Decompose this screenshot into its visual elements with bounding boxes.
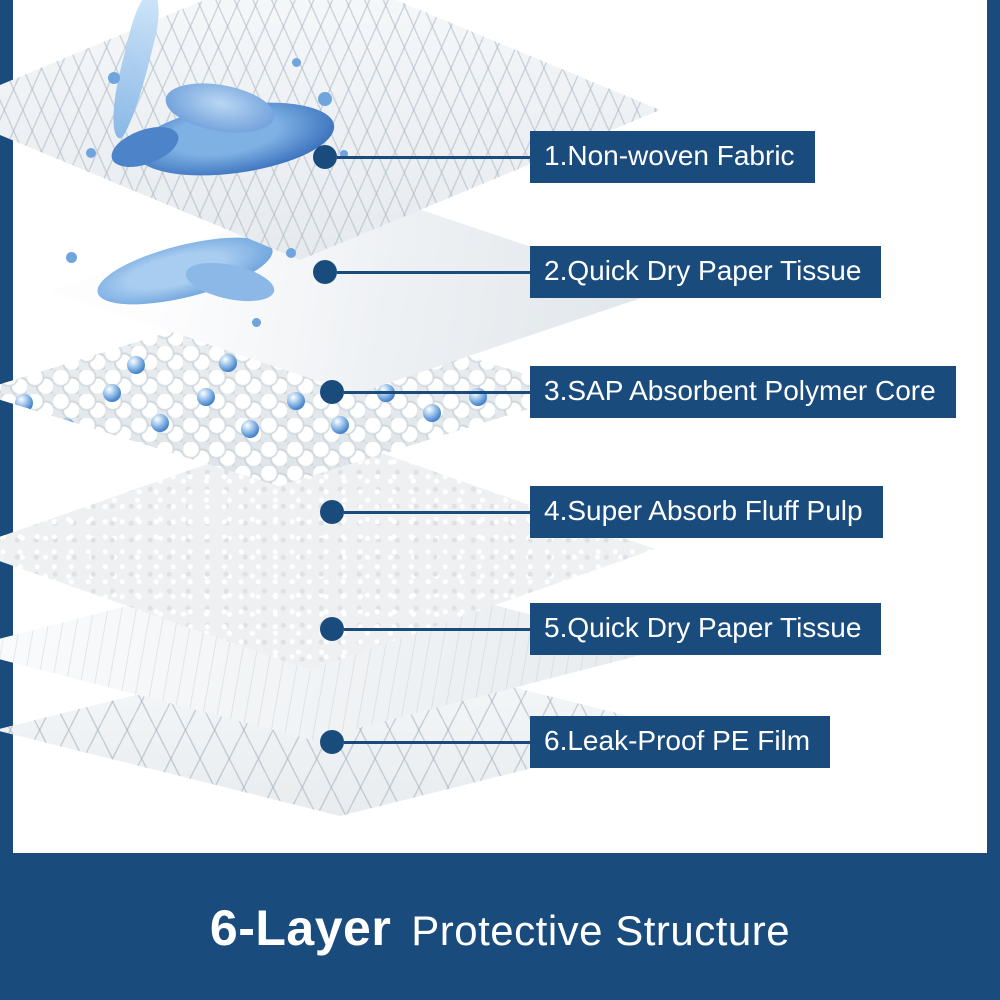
callout-layer-3: 3.SAP Absorbent Polymer Core	[320, 366, 956, 418]
banner-title-rest: Protective Structure	[411, 907, 791, 954]
sap-bead	[151, 414, 169, 432]
water-droplet	[286, 248, 296, 258]
callout-dot	[320, 617, 344, 641]
callout-line	[337, 270, 530, 274]
callout-dot	[320, 500, 344, 524]
sap-bead	[331, 416, 349, 434]
callout-dot	[320, 730, 344, 754]
water-droplet	[86, 148, 96, 158]
callout-line	[344, 627, 530, 631]
callout-line	[344, 390, 530, 394]
callout-dot	[313, 145, 337, 169]
sap-bead	[15, 394, 33, 412]
water-droplet	[340, 150, 348, 158]
sap-bead	[241, 420, 259, 438]
sap-bead	[103, 384, 121, 402]
callout-layer-4: 4.Super Absorb Fluff Pulp	[320, 486, 883, 538]
right-border-bar	[987, 0, 1000, 860]
water-droplet	[318, 92, 332, 106]
water-droplet	[108, 72, 120, 84]
bottom-banner: 6-Layer Protective Structure	[0, 853, 1000, 1000]
layer-label-6: 6.Leak-Proof PE Film	[530, 716, 831, 768]
callout-layer-5: 5.Quick Dry Paper Tissue	[320, 603, 882, 655]
layer-label-2: 2.Quick Dry Paper Tissue	[530, 246, 882, 298]
water-droplet	[66, 252, 77, 263]
water-droplet	[252, 318, 261, 327]
callout-layer-6: 6.Leak-Proof PE Film	[320, 716, 831, 768]
callout-dot	[320, 380, 344, 404]
water-droplet	[292, 58, 301, 67]
layer-label-4: 4.Super Absorb Fluff Pulp	[530, 486, 883, 538]
sap-bead	[219, 354, 237, 372]
callout-layer-2: 2.Quick Dry Paper Tissue	[313, 246, 882, 298]
sap-bead	[57, 418, 75, 436]
layer-label-3: 3.SAP Absorbent Polymer Core	[530, 366, 956, 418]
layer-label-5: 5.Quick Dry Paper Tissue	[530, 603, 882, 655]
sap-bead	[423, 404, 441, 422]
callout-line	[344, 510, 530, 514]
callout-line	[344, 740, 530, 744]
sap-bead	[197, 388, 215, 406]
sap-bead	[287, 392, 305, 410]
layer-label-1: 1.Non-woven Fabric	[530, 131, 815, 183]
callout-line	[337, 155, 530, 159]
banner-title-bold: 6-Layer	[209, 900, 392, 956]
callout-layer-1: 1.Non-woven Fabric	[313, 131, 815, 183]
sap-bead	[127, 356, 145, 374]
callout-dot	[313, 260, 337, 284]
